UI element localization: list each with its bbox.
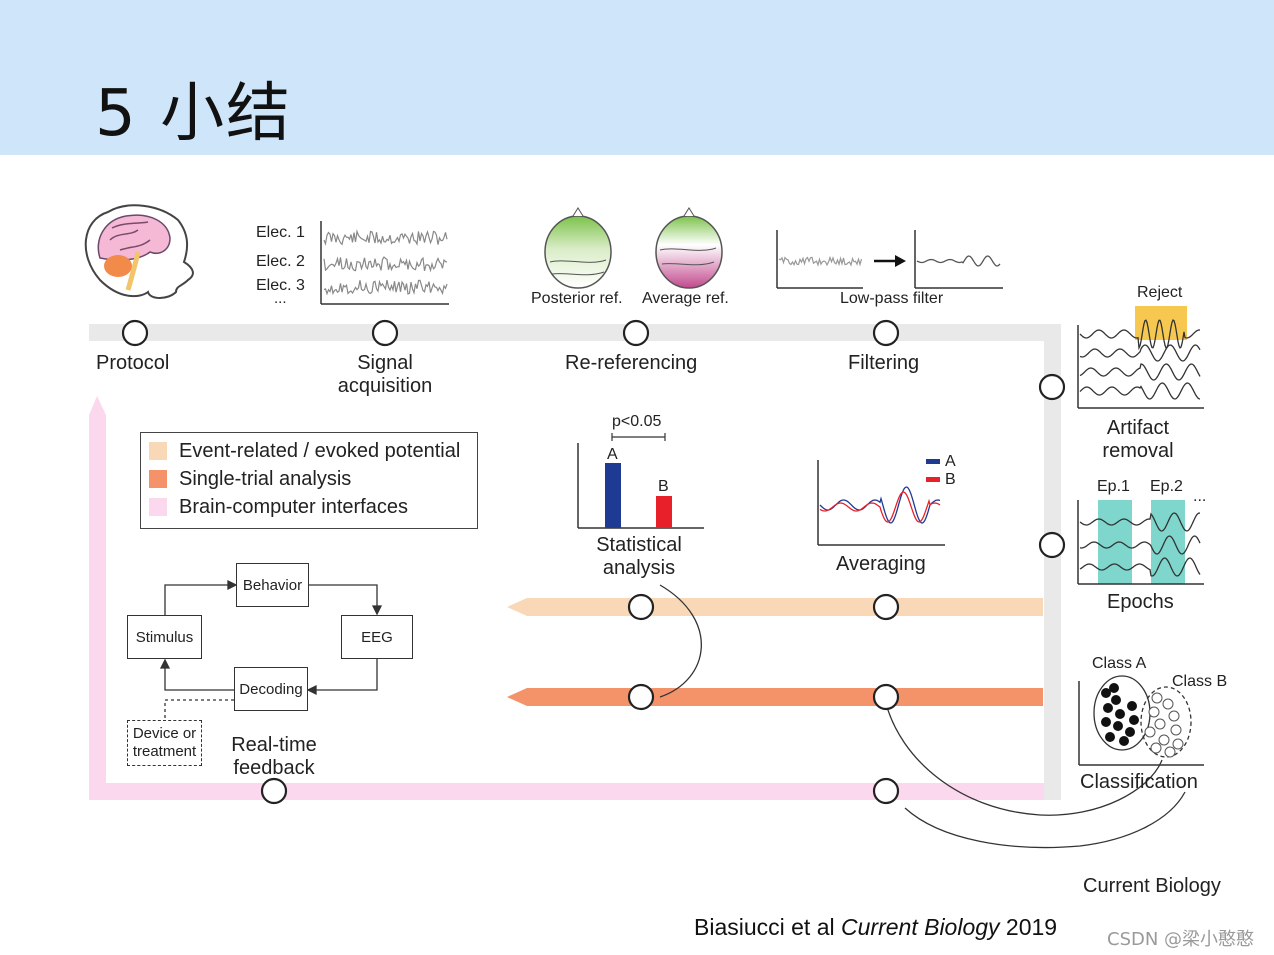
eeg-box: EEG xyxy=(341,615,413,659)
statistical-label-2: analysis xyxy=(602,557,676,579)
averaging-label: Averaging xyxy=(836,553,926,575)
legend-swatch-bci xyxy=(149,498,167,516)
slide-title: 5 小结 xyxy=(95,77,293,151)
legend-item-bci: Brain-computer interfaces xyxy=(149,495,408,518)
bar-a xyxy=(605,463,621,528)
node-feedback xyxy=(260,777,288,805)
low-pass-filter-label: Low-pass filter xyxy=(840,290,944,307)
track-bci-left xyxy=(89,396,106,800)
artifact-removal-plot xyxy=(1077,306,1204,409)
node-signal xyxy=(371,319,399,347)
behavior-box: Behavior xyxy=(236,563,309,607)
citation-authors: Biasiucci et al xyxy=(694,914,842,940)
node-averaging-single xyxy=(872,683,900,711)
protocol-label: Protocol xyxy=(96,352,170,374)
avg-legend-b: B xyxy=(945,471,956,488)
average-ref-label: Average ref. xyxy=(642,290,729,307)
citation-year: 2019 xyxy=(999,914,1058,940)
signal-label-1: Signal xyxy=(357,352,413,374)
reject-label: Reject xyxy=(1137,284,1183,301)
eeg-signal-plot xyxy=(320,221,449,305)
signal-label-2: acquisition xyxy=(337,375,433,397)
node-protocol xyxy=(121,319,149,347)
node-statistical-single xyxy=(627,683,655,711)
title-bar: 5 小结 xyxy=(0,0,1274,155)
class-a-label: Class A xyxy=(1092,655,1147,672)
posterior-ref-head-icon xyxy=(544,207,612,289)
ep-more-label: ... xyxy=(1193,488,1207,505)
low-pass-filter-plot xyxy=(776,230,1003,289)
averaging-plot xyxy=(817,459,945,546)
legend-item-single-trial: Single-trial analysis xyxy=(149,467,352,490)
track-erp xyxy=(507,598,1043,616)
ep1-label: Ep.1 xyxy=(1097,478,1130,495)
legend-label-erp: Event-related / evoked potential xyxy=(179,439,461,462)
citation-journal: Current Biology xyxy=(841,914,1000,940)
avg-legend-a: A xyxy=(945,453,956,470)
decoding-box: Decoding xyxy=(234,667,308,711)
feedback-label-1: Real-time xyxy=(231,734,317,756)
step-nodes xyxy=(121,319,1066,805)
ep2-label: Ep.2 xyxy=(1150,478,1183,495)
bar-b-label: B xyxy=(658,478,669,495)
classification-label: Classification xyxy=(1080,771,1198,793)
elec-1-label: Elec. 1 xyxy=(256,224,305,241)
artifact-label-2: removal xyxy=(1102,440,1174,462)
legend-label-bci: Brain-computer interfaces xyxy=(179,495,408,518)
average-ref-head-icon xyxy=(655,207,723,289)
node-epochs xyxy=(1038,531,1066,559)
legend-swatch-single-trial xyxy=(149,470,167,488)
elec-3-label: Elec. 3 xyxy=(256,277,305,294)
class-b-label: Class B xyxy=(1172,673,1228,690)
feedback-label-2: feedback xyxy=(233,757,315,779)
node-rereferencing xyxy=(622,319,650,347)
brain-head-icon xyxy=(84,204,194,299)
device-box: Device or treatment xyxy=(127,720,202,766)
statistical-label-1: Statistical xyxy=(596,534,682,556)
bar-b xyxy=(656,496,672,528)
bar-a-label: A xyxy=(607,446,618,463)
legend-swatch-erp xyxy=(149,442,167,460)
node-filtering xyxy=(872,319,900,347)
track-gray-top xyxy=(89,324,1061,341)
elec-more-label: ... xyxy=(274,290,287,307)
journal-label: Current Biology xyxy=(1083,875,1221,897)
statistical-bar-chart xyxy=(577,433,704,529)
classification-plot xyxy=(1078,675,1204,766)
stimulus-box: Stimulus xyxy=(127,615,202,659)
track-bci-bottom xyxy=(89,783,1046,800)
legend-item-erp: Event-related / evoked potential xyxy=(149,439,461,462)
device-label-1: Device or xyxy=(132,725,197,742)
watermark: CSDN @梁小憨憨 xyxy=(1107,929,1255,950)
node-artifact xyxy=(1038,373,1066,401)
legend-label-single-trial: Single-trial analysis xyxy=(179,467,352,490)
node-averaging-erp xyxy=(872,593,900,621)
device-label-2: treatment xyxy=(132,743,197,760)
rereferencing-label: Re-referencing xyxy=(565,352,698,374)
track-single-trial xyxy=(507,688,1043,706)
node-statistical-erp xyxy=(627,593,655,621)
artifact-label-1: Artifact xyxy=(1106,417,1170,439)
node-bci-classification xyxy=(872,777,900,805)
epochs-label: Epochs xyxy=(1107,591,1174,613)
connector-curves xyxy=(659,584,1186,849)
track-gray-right xyxy=(1044,324,1061,800)
filtering-label: Filtering xyxy=(848,352,920,374)
p-value-label: p<0.05 xyxy=(612,413,662,430)
legend: Event-related / evoked potential Single-… xyxy=(140,432,478,529)
epochs-plot xyxy=(1077,500,1204,585)
citation: Biasiucci et al Current Biology 2019 xyxy=(694,914,1057,941)
loop-arrows xyxy=(159,579,383,720)
posterior-ref-label: Posterior ref. xyxy=(531,290,623,307)
elec-2-label: Elec. 2 xyxy=(256,253,305,270)
